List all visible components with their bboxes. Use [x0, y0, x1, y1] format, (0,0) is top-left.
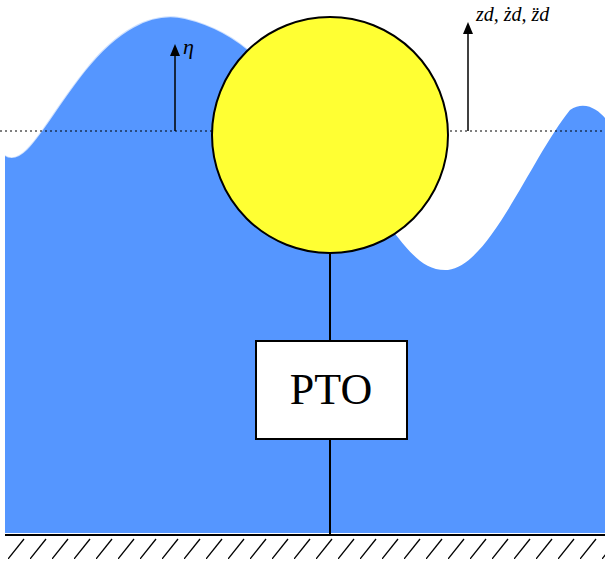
- water: [5, 16, 605, 533]
- eta-arrow: [174, 52, 176, 131]
- buoy-motion-label: zd, żd, z̈d: [476, 4, 549, 24]
- seabed-hatching: [5, 537, 605, 559]
- tether-lower: [329, 438, 331, 535]
- seabed: [5, 534, 605, 536]
- eta-arrowhead: [170, 44, 180, 56]
- wave-elevation-label: η: [183, 36, 194, 58]
- node-label: PTO: [290, 368, 372, 412]
- tether-upper: [329, 250, 331, 342]
- pto-box: PTO: [255, 340, 408, 440]
- buoy: [212, 17, 448, 253]
- zd-arrow: [467, 30, 469, 131]
- zd-arrowhead: [463, 22, 473, 34]
